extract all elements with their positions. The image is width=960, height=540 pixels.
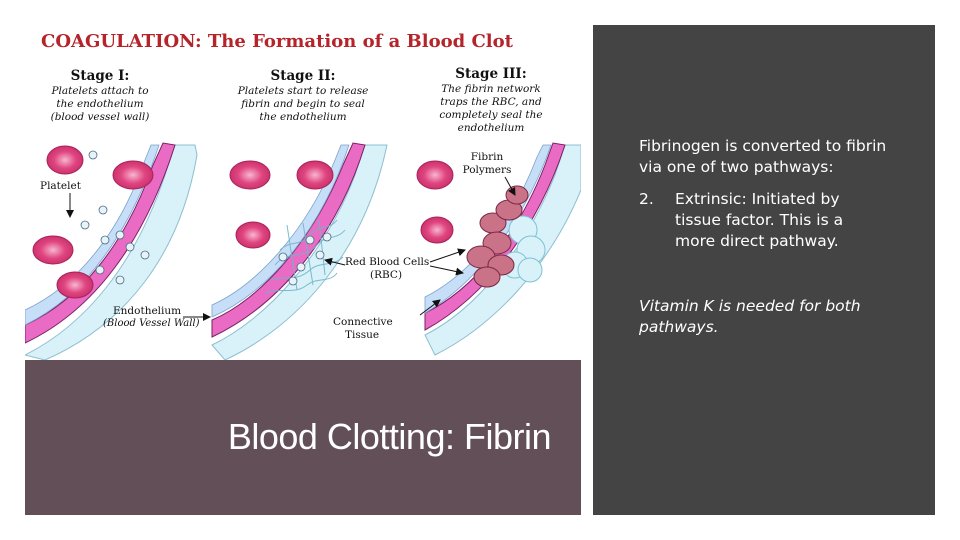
connective-label-1: Connective (333, 316, 393, 328)
platelet-label: Platelet (40, 180, 82, 192)
slide-title: Blood Clotting: Fibrin (227, 416, 552, 457)
rbc-label-2: (RBC) (370, 269, 402, 281)
stage-2-line-3: the endothelium (259, 111, 346, 123)
coagulation-illustration: COAGULATION: The Formation of a Blood Cl… (25, 31, 581, 360)
connective-label-2: Tissue (345, 329, 379, 341)
fibrin-label-2: Polymers (463, 164, 512, 176)
stage-1-line-2: the endothelium (56, 98, 143, 110)
stage-1-line-1: Platelets attach to (50, 85, 148, 97)
stage-3-line-4: endothelium (458, 122, 525, 134)
stage-1-heading: Stage I: (71, 68, 130, 84)
rbc-label-1: Red Blood Cells (345, 256, 429, 268)
stage-3-line-2: traps the RBC, and (440, 96, 542, 108)
stage-3-line-1: The fibrin network (441, 83, 540, 95)
title-box: Blood Clotting: Fibrin (25, 360, 581, 515)
coagulation-figure: COAGULATION: The Formation of a Blood Cl… (25, 25, 581, 360)
stage-3-vessel: Fibrin Polymers (416, 142, 581, 356)
stage-1-line-3: (blood vessel wall) (51, 111, 150, 123)
stage-3-heading: Stage III: (455, 66, 526, 82)
endothelium-sub-label: (Blood Vessel Wall) (103, 318, 200, 329)
list-item-text: Extrinsic: Initiated by tissue factor. T… (675, 190, 844, 250)
intro-text: Fibrinogen is converted to fibrin via on… (639, 137, 887, 176)
stage-3-line-3: completely seal the (439, 109, 542, 121)
stage-2-line-2: fibrin and begin to seal (240, 98, 365, 110)
fibrin-label-1: Fibrin (471, 151, 504, 163)
stage-2-line-1: Platelets start to release (237, 85, 369, 97)
stage-2-vessel: Connective Tissue (211, 142, 393, 360)
vitamin-k-note: Vitamin K is needed for both pathways. (639, 297, 861, 336)
endothelium-label: Endothelium (113, 305, 181, 317)
content-panel: Fibrinogen is converted to fibrin via on… (593, 25, 935, 515)
figure-title: COAGULATION: The Formation of a Blood Cl… (41, 31, 514, 52)
list-item-number: 2. (639, 190, 654, 208)
stage-2-heading: Stage II: (270, 68, 335, 84)
stage-1-vessel: Platelet (25, 142, 198, 360)
